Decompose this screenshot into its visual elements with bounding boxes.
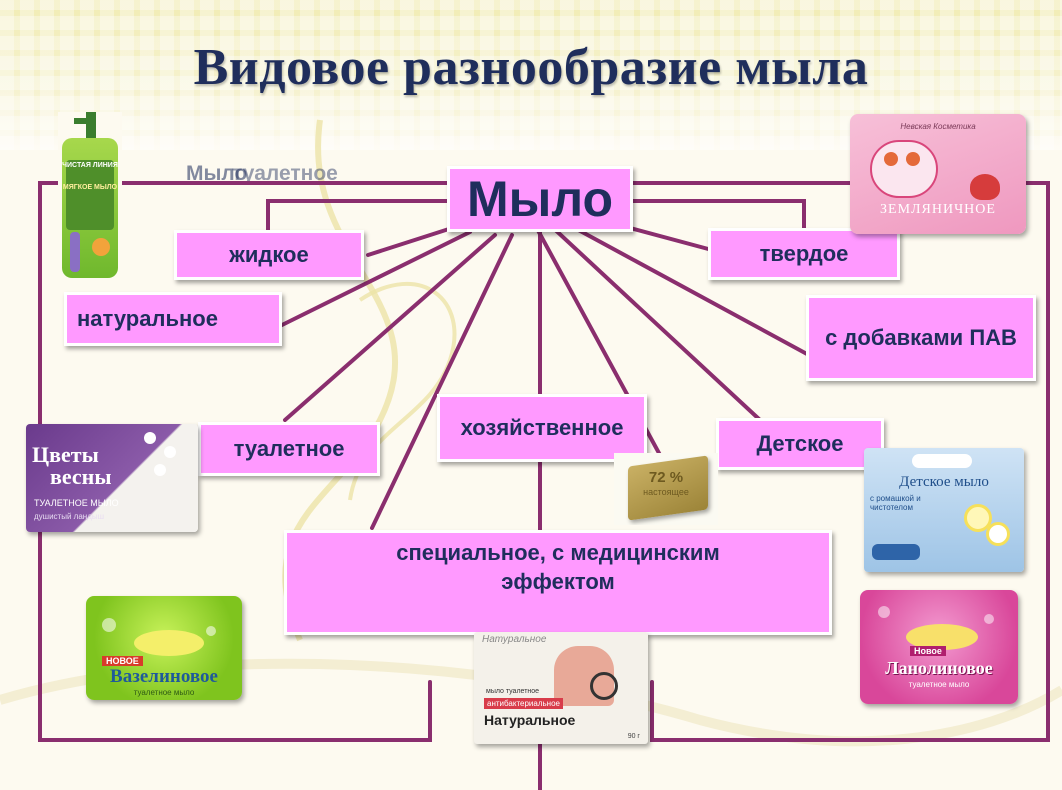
- tsvety-sub2: душистый ландыш: [34, 512, 105, 521]
- product-detskoe-soap: Детское мыло с ромашкой и чистотелом: [864, 448, 1024, 572]
- center-node: Мыло: [447, 166, 633, 232]
- product-liquid-soap: ЧИСТАЯ ЛИНИЯ МЯГКОЕ МЫЛО: [58, 112, 122, 280]
- category-natural: натуральное: [64, 292, 282, 346]
- naturalnoe-label: Натуральное: [484, 712, 576, 728]
- category-toilet: туалетное: [198, 422, 380, 476]
- liquid-label: МЯГКОЕ МЫЛО: [62, 184, 118, 191]
- product-tsvety-vesny: Цветы весны ТУАЛЕТНОЕ МЫЛО душистый ланд…: [26, 424, 198, 532]
- naturalnoe-weight: 90 г: [627, 733, 640, 740]
- household-sub: настоящее: [643, 487, 689, 497]
- detskoe-sub: с ромашкой и чистотелом: [870, 494, 921, 512]
- lanolinovoe-sub: туалетное мыло: [908, 680, 970, 689]
- strawberry-label: ЗЕМЛЯНИЧНОЕ: [880, 202, 996, 217]
- vazelinovoe-label: Вазелиновое: [110, 666, 218, 687]
- product-lanolinovoe-soap: Новое Ланолиновое туалетное мыло: [860, 590, 1018, 704]
- liquid-brand: ЧИСТАЯ ЛИНИЯ: [62, 162, 118, 169]
- vazelinovoe-badge: НОВОЕ: [102, 656, 143, 666]
- tsvety-line1: Цветы: [32, 442, 99, 467]
- product-household-bar: 72 % настоящее: [614, 453, 718, 525]
- product-naturalnoe-soap: Натуральное мыло туалетное антибактериал…: [474, 632, 648, 744]
- naturalnoe-small: мыло туалетное: [486, 688, 540, 695]
- strawberry-maker: Невская Косметика: [900, 122, 976, 131]
- naturalnoe-tag: антибактериальное: [484, 698, 563, 709]
- page-title: Видовое разнообразие мыла: [193, 39, 869, 96]
- ghost-label-overlap: Мыло: [186, 162, 248, 185]
- tsvety-sub: ТУАЛЕТНОЕ МЫЛО: [34, 498, 119, 508]
- category-medical: специальное, с медицинским эффектом: [284, 530, 832, 635]
- lanolinovoe-label: Ланолиновое: [885, 658, 993, 678]
- category-household: хозяйственное: [437, 394, 647, 462]
- tsvety-line2: весны: [50, 464, 112, 489]
- lanolinovoe-badge: Новое: [910, 646, 946, 656]
- naturalnoe-top: Натуральное: [482, 634, 547, 645]
- detskoe-label: Детское мыло: [899, 474, 989, 490]
- product-vazelinovoe-soap: НОВОЕ Вазелиновое туалетное мыло: [86, 596, 242, 700]
- category-surfactant: с добавками ПАВ: [806, 295, 1036, 381]
- category-children: Детское: [716, 418, 884, 470]
- category-liquid: жидкое: [174, 230, 364, 280]
- household-label: 72 %: [648, 469, 684, 486]
- ghost-label-overlap-2: туалетное: [232, 162, 338, 185]
- category-solid: твердое: [708, 228, 900, 280]
- product-strawberry-soap: Невская Косметика ЗЕМЛЯНИЧНОЕ: [850, 114, 1026, 234]
- vazelinovoe-sub: туалетное мыло: [133, 688, 195, 697]
